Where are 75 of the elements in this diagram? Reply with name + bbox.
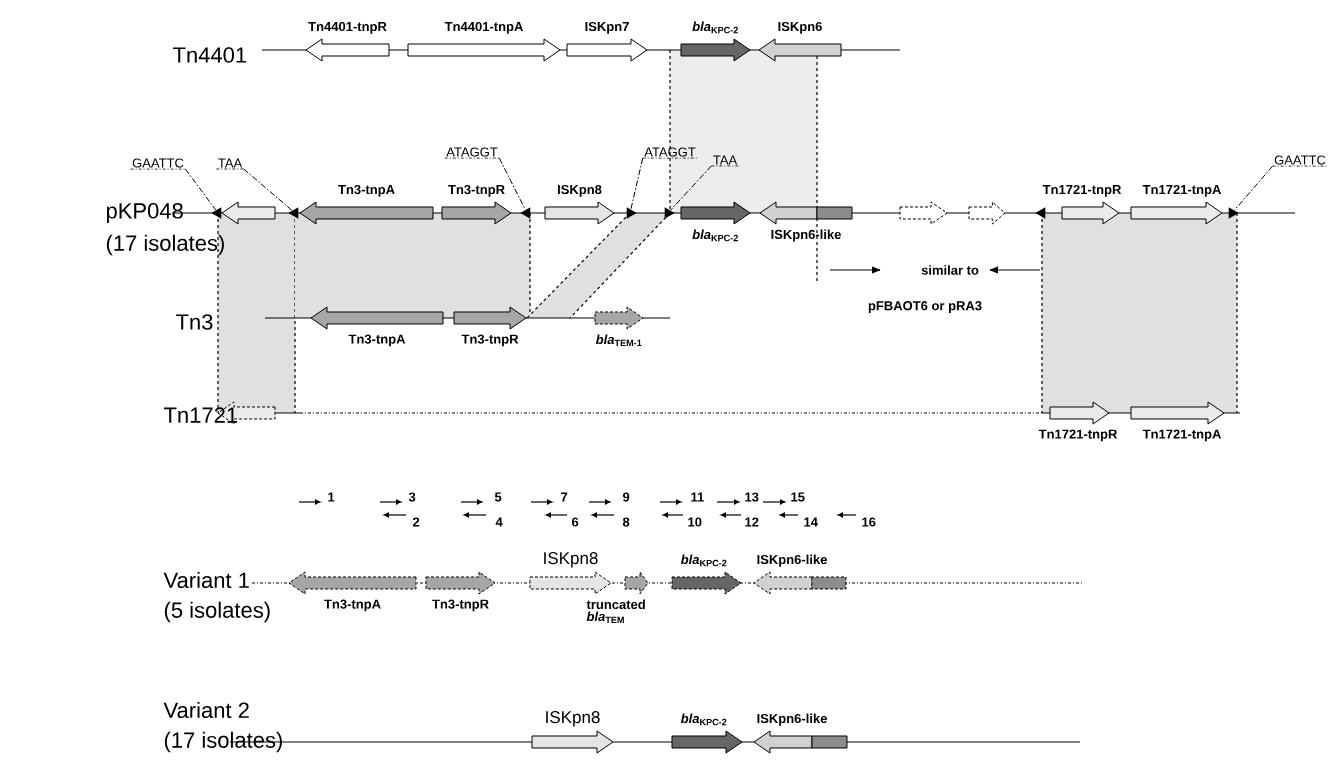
gene-label: bla$_{KPC-2}$ bbox=[680, 713, 727, 726]
gene-label: Tn3-tnpR bbox=[448, 184, 505, 197]
repeat-triangle bbox=[1228, 207, 1239, 219]
primer-number: 9 bbox=[622, 492, 630, 502]
primer-number: 1 bbox=[328, 492, 335, 502]
gene-label: bla$_{KPC-2}$ bbox=[680, 554, 727, 567]
gene-label: Tn4401-tnpA bbox=[444, 21, 524, 34]
row-label: Variant 2 bbox=[163, 701, 249, 719]
sequence-label: ATAGGT bbox=[642, 147, 698, 159]
gene-label: bla$_{TEM-1}$ bbox=[595, 334, 642, 347]
primer-number: 5 bbox=[494, 492, 502, 502]
primer-number: 10 bbox=[688, 517, 702, 527]
repeat-triangle bbox=[1035, 207, 1046, 219]
gene-symbol bbox=[221, 201, 276, 225]
gene-label: ISKpn6 bbox=[778, 21, 822, 34]
gene-label: Tn1721-tnpA bbox=[1142, 184, 1222, 197]
primer-number: 6 bbox=[572, 517, 579, 527]
gene-label: Tn4401-tnpR bbox=[308, 21, 387, 34]
gene-label: Tn1721-tnpA bbox=[1142, 429, 1222, 442]
gene-label: Tn3-tnpA bbox=[324, 599, 381, 612]
row-label: Tn3 bbox=[176, 314, 213, 330]
repeat-triangle bbox=[211, 207, 222, 219]
gene-label: Tn1721-tnpR bbox=[1042, 184, 1122, 197]
gene-label: Tn3-tnpR bbox=[461, 334, 519, 347]
primer-number: 14 bbox=[804, 517, 818, 527]
row-label: pKP048 bbox=[106, 203, 183, 223]
sequence-label: GAATTC bbox=[130, 158, 186, 170]
primer-number: 15 bbox=[791, 492, 805, 502]
gene-label: ISKpn6-like bbox=[771, 229, 841, 242]
primer-number: 4 bbox=[495, 517, 503, 527]
gene-symbol bbox=[968, 201, 1006, 225]
gene-label: Tn3-tnpR bbox=[432, 599, 489, 612]
gene-symbol bbox=[899, 201, 948, 225]
gene-label: ISKpn6-like bbox=[757, 713, 827, 726]
gene-label: ISKpn8 bbox=[546, 711, 600, 727]
sequence-label: GAATTC bbox=[1272, 155, 1328, 167]
leader-line bbox=[670, 165, 712, 211]
primer-number: 13 bbox=[745, 492, 759, 502]
row-label: (17 isolates) bbox=[106, 234, 224, 256]
primer-number: 8 bbox=[622, 517, 630, 527]
repeat-triangle bbox=[520, 207, 531, 219]
gene-label: Tn1721-tnpR bbox=[1038, 429, 1118, 442]
gene-label: Tn3-tnpA bbox=[338, 184, 395, 197]
leader-line bbox=[630, 157, 644, 210]
gene-label: ISKpn8 bbox=[544, 552, 598, 568]
row-label: (17 isolates) bbox=[164, 731, 282, 753]
note-text: similar to bbox=[921, 265, 979, 275]
leader-line bbox=[184, 168, 217, 211]
sequence-label: TAA bbox=[710, 155, 740, 167]
gene-label: ISKpn8 bbox=[558, 184, 602, 197]
leader-line bbox=[243, 168, 293, 211]
row-label: Variant 1 bbox=[163, 571, 249, 589]
gene-label: truncated bla$_{TEM}$ bbox=[586, 599, 645, 624]
repeat-triangle bbox=[664, 207, 675, 219]
leader-line bbox=[1234, 165, 1274, 211]
primer-number: 11 bbox=[691, 492, 704, 502]
sequence-label: TAA bbox=[215, 158, 245, 170]
gene-label: Tn3-tnpA bbox=[348, 334, 406, 347]
gene-label: ISKpn6-like bbox=[757, 554, 827, 567]
sequence-label: ATAGGT bbox=[444, 147, 500, 159]
note-text: pFBAOT6 or pRA3 bbox=[868, 301, 982, 313]
row-label: Tn4401 bbox=[173, 47, 247, 63]
gene-label: ISKpn7 bbox=[585, 21, 629, 34]
primer-number: 12 bbox=[745, 517, 759, 527]
primer-number: 3 bbox=[408, 492, 416, 502]
primer-number: 7 bbox=[561, 492, 568, 502]
row-label: (5 isolates) bbox=[164, 601, 270, 623]
primer-number: 16 bbox=[862, 517, 876, 527]
primer-number: 2 bbox=[412, 517, 420, 527]
repeat-triangle bbox=[626, 207, 637, 219]
leader-line bbox=[498, 157, 526, 211]
gene-label: bla$_{KPC-2}$ bbox=[692, 229, 738, 242]
row-label: Tn1721 bbox=[164, 407, 238, 423]
repeat-triangle bbox=[288, 207, 299, 219]
gene-label: bla$_{KPC-2}$ bbox=[692, 21, 738, 34]
